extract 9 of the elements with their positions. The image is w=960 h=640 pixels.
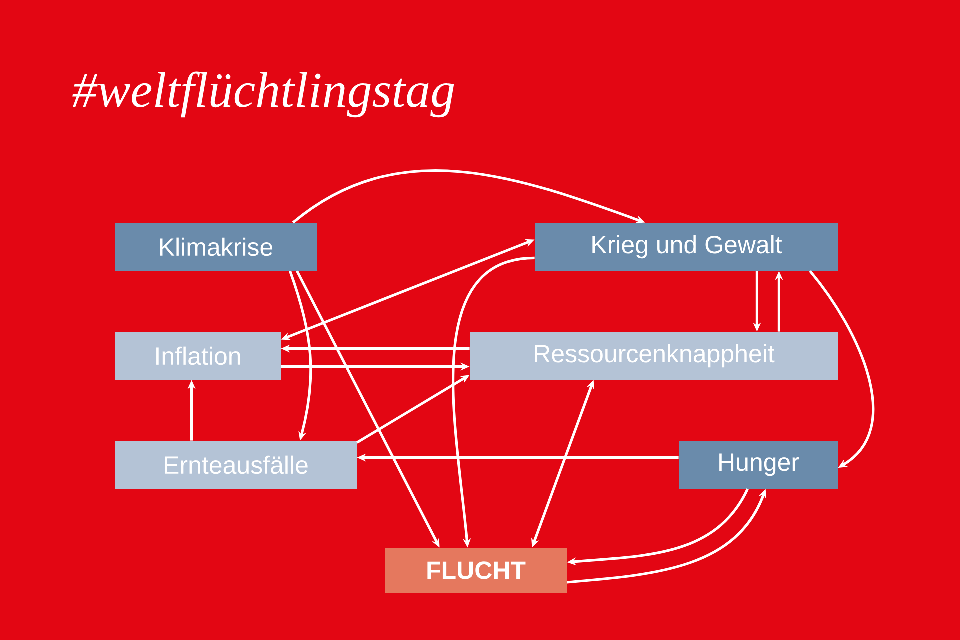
box: Krieg und Gewalt — [535, 223, 838, 271]
arrow — [809, 270, 875, 468]
box: Hunger — [679, 441, 838, 489]
hashtag-title: #weltflüchtlingstag — [72, 72, 454, 118]
box: FLUCHT — [385, 548, 567, 593]
box: Klimakrise — [115, 223, 317, 271]
box: Ernteausfälle — [115, 441, 357, 489]
box: Ressourcenknappheit — [470, 332, 838, 380]
box: Inflation — [115, 332, 281, 380]
